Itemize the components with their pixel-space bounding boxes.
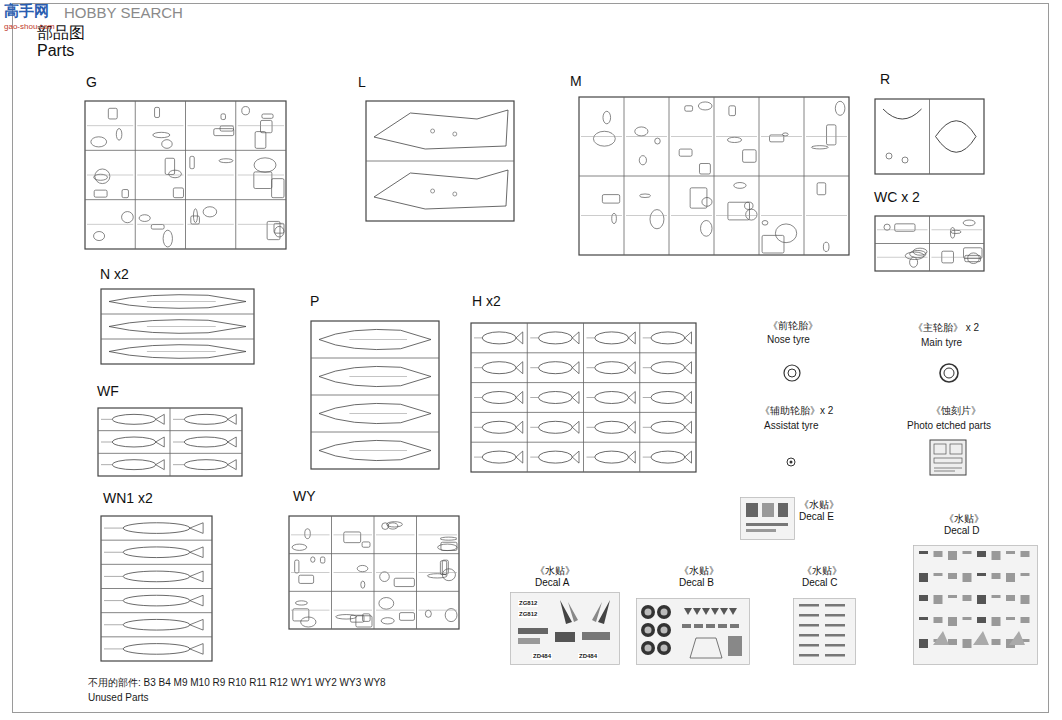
sprue-drawing	[578, 96, 850, 256]
sprue-drawing	[310, 320, 440, 470]
decal-label: 《水贴》 Decal D	[944, 513, 994, 536]
note: 不用的部件: B3 B4 M9 M10 R9 R10 R11 R12 WY1 W…	[88, 677, 386, 689]
sprue-letter: P	[310, 293, 319, 309]
sprue-frame: L	[365, 100, 515, 222]
sprue-drawing	[470, 322, 697, 473]
sprue-drawing	[100, 515, 213, 662]
decal-drawing	[740, 497, 795, 540]
decal-sheet: 《水贴》 Decal B	[636, 598, 750, 665]
part-label: Assistat tyre	[764, 420, 818, 432]
sprue-frame: H x2	[470, 322, 697, 473]
decal-serial: ZD484	[532, 653, 552, 660]
sprue-letter: H x2	[472, 293, 501, 309]
sprue-letter: N x2	[100, 266, 129, 282]
sprue-letter: WY	[293, 488, 316, 504]
sprue-frame: R	[874, 98, 985, 175]
decal-label: 《水贴》 Decal E	[799, 499, 849, 522]
part-label: 《辅助轮胎》x 2	[760, 405, 833, 417]
nose-tyre-hub	[788, 369, 796, 377]
watermark: HOBBY SEARCH	[64, 4, 183, 21]
watermark: 高手网	[4, 2, 49, 19]
sprue-letter: G	[86, 74, 97, 90]
sprue-frame: WN1 x2	[100, 515, 213, 662]
part-label: 《前轮胎》	[768, 320, 818, 332]
decal-drawing	[636, 598, 750, 665]
part-label: Main tyre	[921, 337, 962, 349]
decal-sheet: 《水贴》 Decal AZG812ZG812ZD484ZD484	[510, 592, 620, 665]
assist-tyre-hub	[790, 461, 793, 464]
sprue-drawing	[365, 100, 515, 222]
note: Unused Parts	[88, 692, 149, 704]
sprue-letter: WN1 x2	[103, 490, 153, 506]
sprue-frame: G	[84, 100, 287, 250]
watermark: gao-shou.com	[4, 22, 55, 31]
part-label: 《主轮胎》 x 2	[913, 322, 979, 334]
part-label: 《蚀刻片》	[931, 405, 981, 417]
sprue-letter: R	[880, 71, 890, 87]
sprue-frame: WY	[288, 515, 460, 630]
part-label: Nose tyre	[767, 334, 810, 346]
decal-serial: ZG812	[518, 611, 538, 618]
decal-sheet: 《水贴》 Decal E	[740, 497, 795, 540]
sprue-drawing	[97, 407, 243, 477]
decal-label: 《水贴》 Decal A	[535, 565, 585, 588]
sprue-frame: N x2	[100, 288, 255, 365]
decal-drawing	[913, 545, 1038, 665]
decal-sheet: 《水贴》 Decal C	[793, 598, 856, 665]
sprue-frame: WF	[97, 407, 243, 477]
decal-label: 《水贴》 Decal C	[802, 565, 852, 588]
nose-tyre	[784, 365, 800, 381]
sprue-drawing	[288, 515, 460, 630]
decal-serial: ZD484	[578, 653, 598, 660]
sprue-frame: P	[310, 320, 440, 470]
part-label: Photo etched parts	[907, 420, 991, 432]
sprue-letter: WC x 2	[874, 189, 920, 205]
main-tyre-hub	[944, 368, 954, 378]
sprue-drawing	[84, 100, 287, 250]
sprue-letter: L	[358, 74, 366, 90]
photo-etched-sheet	[930, 440, 966, 475]
sprue-letter: WF	[97, 383, 119, 399]
sprue-frame: WC x 2	[874, 215, 985, 272]
decal-label: 《水贴》 Decal B	[679, 565, 729, 588]
sprue-drawing	[874, 215, 985, 272]
sprue-letter: M	[570, 73, 582, 89]
main-tyre	[940, 364, 958, 382]
sprue-drawing	[100, 288, 255, 365]
sprue-drawing	[874, 98, 985, 175]
decal-serial: ZG812	[518, 600, 538, 607]
page-border	[13, 4, 1049, 713]
sprue-frame: M	[578, 96, 850, 256]
assist-tyre	[787, 458, 795, 466]
decal-drawing	[793, 598, 856, 665]
decal-sheet: 《水贴》 Decal D	[913, 545, 1038, 665]
